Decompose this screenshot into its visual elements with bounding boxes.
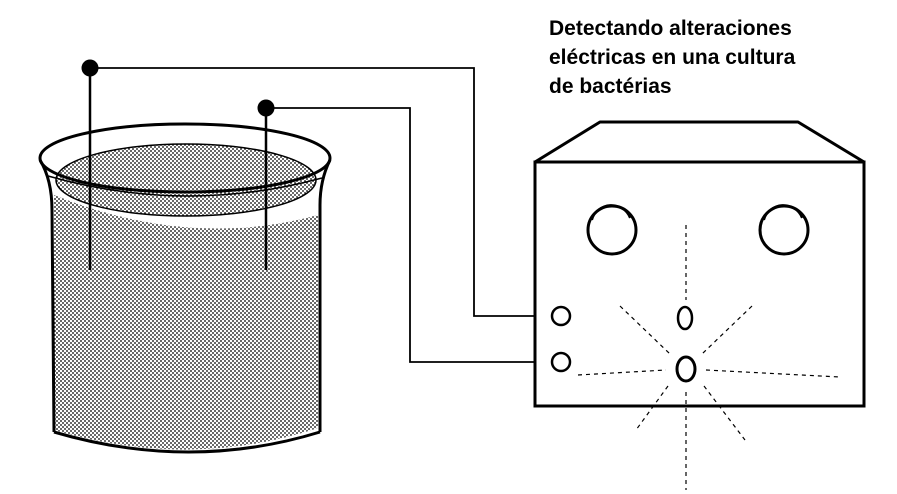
beaker-wall-right [318, 159, 332, 432]
electrode-right-tip [257, 99, 275, 117]
electrode-icon [81, 59, 275, 270]
caption-line-3: de bactérias [549, 75, 672, 98]
wire-left [98, 67, 552, 317]
knob-icon-right [758, 204, 810, 256]
diagram-caption: Detectando alteraciones eléctricas en un… [549, 14, 869, 101]
wire-right [274, 107, 552, 363]
caption-line-2: eléctricas en una cultura [549, 46, 796, 69]
meter-box-top [533, 120, 866, 164]
knob-icon [586, 204, 638, 256]
culture-surface [55, 143, 317, 217]
beaker-bottom [53, 430, 321, 454]
electrode-left-tip [81, 59, 99, 77]
indicator-lamp-icon [577, 225, 841, 490]
terminal-icon-lower [550, 351, 572, 373]
wires [98, 67, 552, 363]
culture-liquid [54, 195, 318, 450]
meter-box-front [533, 160, 866, 408]
beaker-rim-inner [47, 175, 323, 197]
indicator-small [676, 305, 694, 331]
beaker-icon [38, 122, 332, 454]
beaker-rim [38, 122, 332, 194]
beaker-wall-left [38, 159, 56, 433]
caption-line-1: Detectando alteraciones [549, 17, 792, 40]
terminal-icon [550, 305, 572, 327]
lamp-glow-rays [577, 225, 841, 490]
meter-box-icon [533, 120, 866, 490]
